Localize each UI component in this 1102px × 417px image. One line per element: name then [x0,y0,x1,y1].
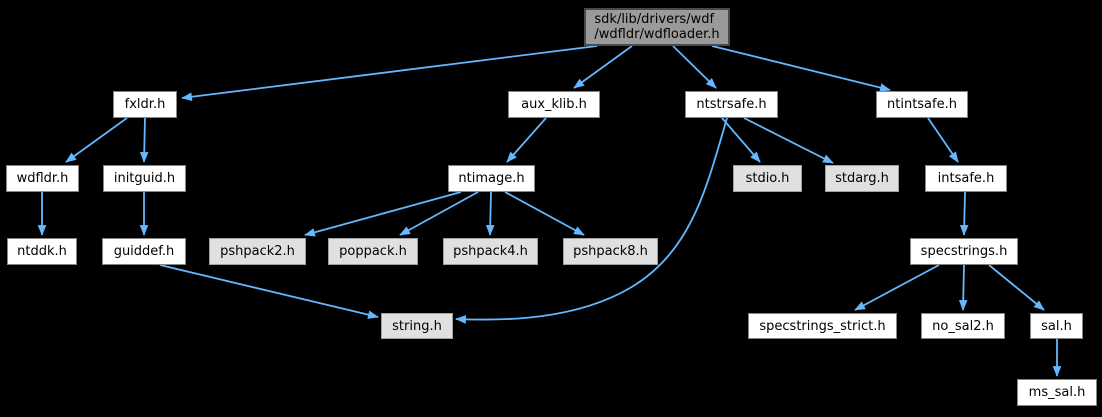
graph-node-label: guiddef.h [113,244,175,259]
graph-node-initguid[interactable]: initguid.h [103,165,186,192]
graph-node-string: string.h [381,313,453,339]
graph-node-label: stdarg.h [835,171,889,186]
graph-node-poppack: poppack.h [328,238,418,265]
graph-node-pshpack2: pshpack2.h [209,238,306,265]
edge-ntstrsafe-to-string [455,117,728,324]
graph-node-label: intsafe.h [937,171,995,186]
graph-node-label: no_sal2.h [932,318,994,334]
edge-ntimage-to-poppack [399,191,479,236]
graph-node-label: stdio.h [745,171,790,186]
graph-node-specstrings[interactable]: specstrings.h [910,238,1018,265]
graph-node-label: sal.h [1041,318,1072,334]
graph-node-label: specstrings.h [920,244,1008,259]
edge-ntintsafe-to-intsafe [927,117,959,163]
edge-ntimage-to-pshpack4 [485,191,495,236]
graph-node-ntstrsafe[interactable]: ntstrsafe.h [685,91,778,118]
edge-specstrings-to-sal [988,264,1045,311]
graph-node-aux_klib[interactable]: aux_klib.h [508,91,600,118]
edge-specstrings-to-no_sal2 [958,264,968,311]
graph-node-label: pshpack8.h [573,244,648,259]
edge-guiddef-to-string [159,264,379,319]
graph-node-label: aux_klib.h [521,97,587,112]
graph-node-ntintsafe[interactable]: ntintsafe.h [876,91,968,118]
edge-ntimage-to-pshpack8 [504,191,585,236]
graph-node-stdarg: stdarg.h [825,165,899,192]
graph-node-label: string.h [392,318,442,334]
edge-intsafe-to-specstrings [959,191,969,236]
graph-node-fxldr[interactable]: fxldr.h [113,91,177,118]
graph-node-ntddk[interactable]: ntddk.h [7,238,77,265]
edge-ntimage-to-pshpack2 [304,191,462,237]
graph-node-label: pshpack2.h [220,244,295,259]
edge-ntstrsafe-to-stdio [721,117,761,163]
graph-node-label: poppack.h [339,244,407,259]
graph-node-label: ntddk.h [17,244,67,259]
graph-node-stdio: stdio.h [733,165,802,192]
graph-node-label: wdfldr.h [16,171,69,186]
graph-node-specstrings_strict[interactable]: specstrings_strict.h [748,313,897,339]
graph-node-label: pshpack4.h [453,244,528,259]
graph-node-label: ms_sal.h [1028,385,1086,400]
graph-node-ntimage[interactable]: ntimage.h [448,165,535,192]
edge-wdfloader-to-fxldr [181,45,598,102]
graph-node-pshpack4: pshpack4.h [443,238,538,265]
graph-node-ms_sal[interactable]: ms_sal.h [1017,379,1097,406]
graph-node-wdfloader: sdk/lib/drivers/wdf /wdfldr/wdfloader.h [584,8,730,46]
edge-ntstrsafe-to-stdarg [743,117,834,164]
edge-aux_klib-to-ntimage [506,117,547,163]
graph-node-wdfldr[interactable]: wdfldr.h [6,165,79,192]
graph-node-no_sal2[interactable]: no_sal2.h [921,313,1005,339]
graph-node-label: sdk/lib/drivers/wdf /wdfldr/wdfloader.h [594,12,720,42]
graph-node-label: initguid.h [113,171,176,186]
graph-node-guiddef[interactable]: guiddef.h [102,238,186,265]
graph-node-label: ntstrsafe.h [696,97,767,112]
graph-node-intsafe[interactable]: intsafe.h [925,165,1007,192]
graph-node-label: ntimage.h [458,171,525,186]
edge-fxldr-to-wdfldr [65,117,128,163]
edge-specstrings-to-specstrings_strict [854,264,940,311]
graph-node-label: specstrings_strict.h [759,318,886,334]
edge-wdfloader-to-ntstrsafe [672,45,717,89]
edge-fxldr-to-initguid [139,117,149,163]
graph-node-pshpack8: pshpack8.h [563,238,658,265]
graph-node-sal[interactable]: sal.h [1030,313,1083,339]
graph-node-label: ntintsafe.h [887,97,957,112]
edge-wdfloader-to-aux_klib [573,45,633,89]
graph-node-label: fxldr.h [124,97,166,112]
edge-wdfloader-to-ntintsafe [711,45,891,92]
